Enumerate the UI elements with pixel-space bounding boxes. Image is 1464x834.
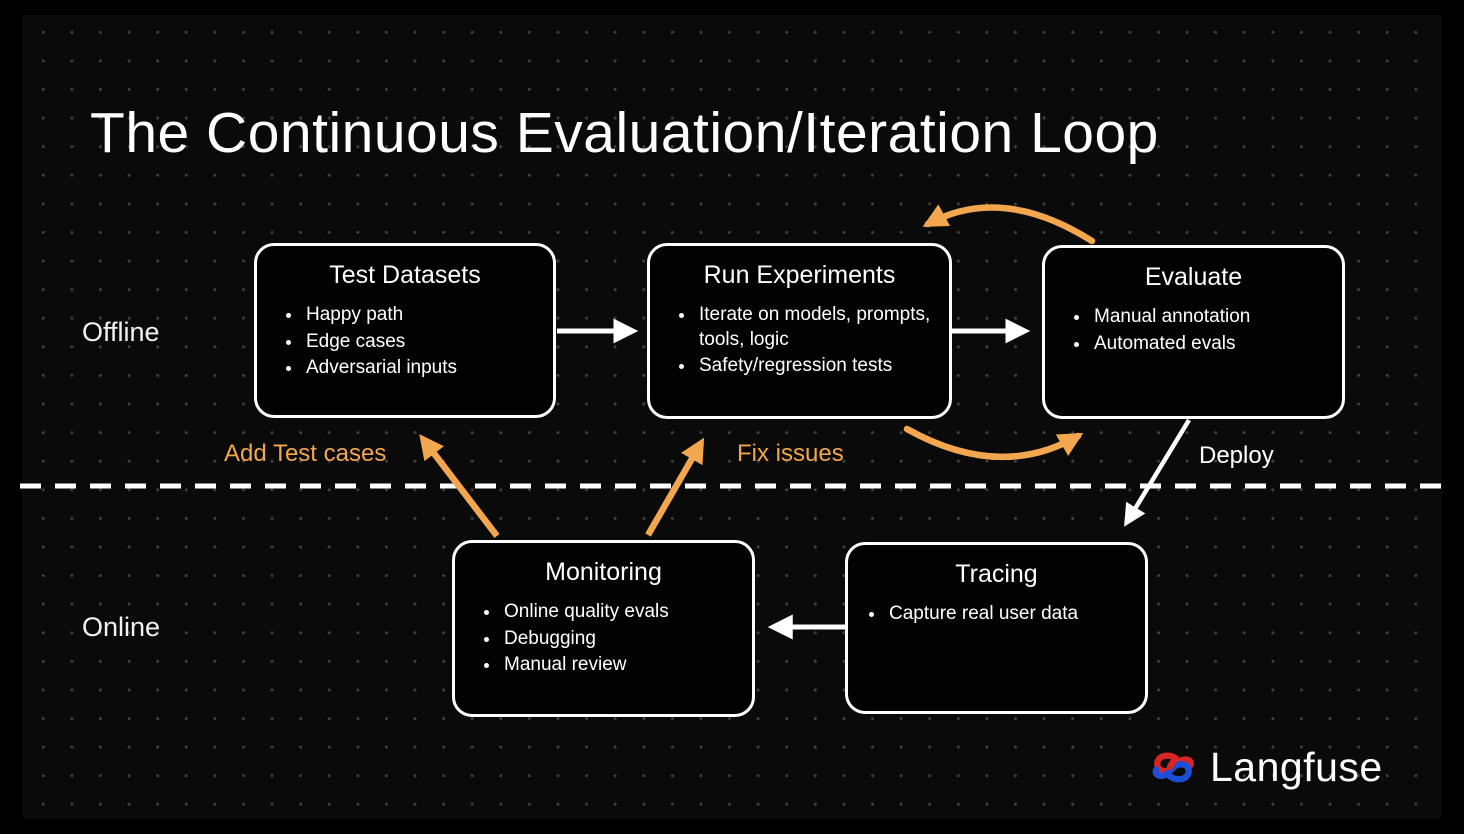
- bullet-item: Edge cases: [303, 330, 539, 355]
- bullet-item: Iterate on models, prompts, tools, logic: [696, 303, 935, 352]
- bullet-item: Manual annotation: [1091, 305, 1328, 330]
- langfuse-logo: Langfuse: [1150, 744, 1383, 791]
- monitoring-bullets: Online quality evals Debugging Manual re…: [455, 600, 752, 678]
- langfuse-logo-text: Langfuse: [1210, 744, 1383, 790]
- page-title: The Continuous Evaluation/Iteration Loop: [90, 101, 1159, 165]
- deploy-label: Deploy: [1199, 442, 1274, 469]
- offline-zone-label: Offline: [82, 317, 160, 347]
- run-experiments-box: Run Experiments Iterate on models, promp…: [647, 243, 952, 419]
- tracing-title: Tracing: [955, 560, 1038, 588]
- bullet-item: Safety/regression tests: [696, 354, 935, 379]
- evaluate-title: Evaluate: [1144, 263, 1243, 291]
- langfuse-knot-icon: [1152, 752, 1194, 782]
- test-datasets-box: Test Datasets Happy path Edge cases Adve…: [254, 243, 556, 418]
- bullet-item: Debugging: [501, 627, 738, 652]
- run-experiments-title: Run Experiments: [703, 261, 896, 289]
- monitoring-box: Monitoring Online quality evals Debuggin…: [452, 540, 755, 717]
- bullet-item: Online quality evals: [501, 600, 738, 625]
- monitoring-title: Monitoring: [545, 558, 662, 586]
- bullet-item: Automated evals: [1091, 332, 1328, 357]
- evaluate-bullets: Manual annotation Automated evals: [1045, 305, 1342, 356]
- bullet-item: Adversarial inputs: [303, 356, 539, 381]
- test-datasets-title: Test Datasets: [329, 261, 481, 289]
- bullet-item: Manual review: [501, 653, 738, 678]
- tracing-box: Tracing Capture real user data: [845, 542, 1148, 714]
- evaluate-box: Evaluate Manual annotation Automated eva…: [1042, 245, 1345, 419]
- add-test-cases-label: Add Test cases: [224, 440, 387, 467]
- tracing-bullets: Capture real user data: [848, 602, 1145, 627]
- bullet-item: Happy path: [303, 303, 539, 328]
- fix-issues-label: Fix issues: [737, 440, 844, 467]
- bullet-item: Capture real user data: [886, 602, 1131, 627]
- test-datasets-bullets: Happy path Edge cases Adversarial inputs: [257, 303, 553, 381]
- run-experiments-bullets: Iterate on models, prompts, tools, logic…: [650, 303, 949, 379]
- online-zone-label: Online: [82, 612, 161, 642]
